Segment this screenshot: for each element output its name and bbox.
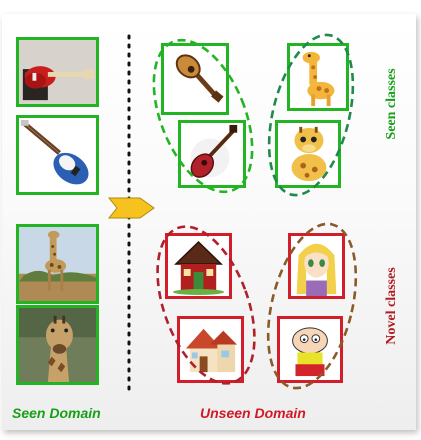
unseen-giraffe-sitting-cartoon-tile	[275, 120, 341, 188]
unseen-house-cartoon-tile	[165, 233, 232, 299]
seen-giraffe-head-photo-tile	[16, 305, 99, 385]
unseen-cottage-cartoon-tile	[177, 316, 244, 383]
seen-classes-label: Seen classes	[384, 68, 399, 140]
seen-guitar-photo-tile	[16, 37, 99, 107]
unseen-guitar-cartoon-tile	[178, 120, 246, 188]
unseen-ukulele-cartoon-tile	[161, 43, 229, 115]
domain-shift-arrow	[107, 197, 155, 219]
seen-class-guitar-cluster	[152, 38, 254, 194]
unseen-anime-girl-cartoon-tile	[288, 233, 345, 299]
seen-bass-photo-tile	[16, 115, 99, 195]
novel-classes-label: Novel classes	[384, 267, 399, 345]
seen-giraffe-photo-tile	[16, 224, 99, 304]
unseen-domain-label: Unseen Domain	[200, 405, 306, 421]
novel-class-house-cluster	[156, 225, 256, 385]
novel-class-cartoon-character-cluster	[266, 222, 358, 390]
unseen-cartoon-boy-tile	[277, 316, 343, 383]
seen-class-giraffe-cluster	[267, 33, 355, 197]
seen-domain-label: Seen Domain	[12, 405, 101, 421]
